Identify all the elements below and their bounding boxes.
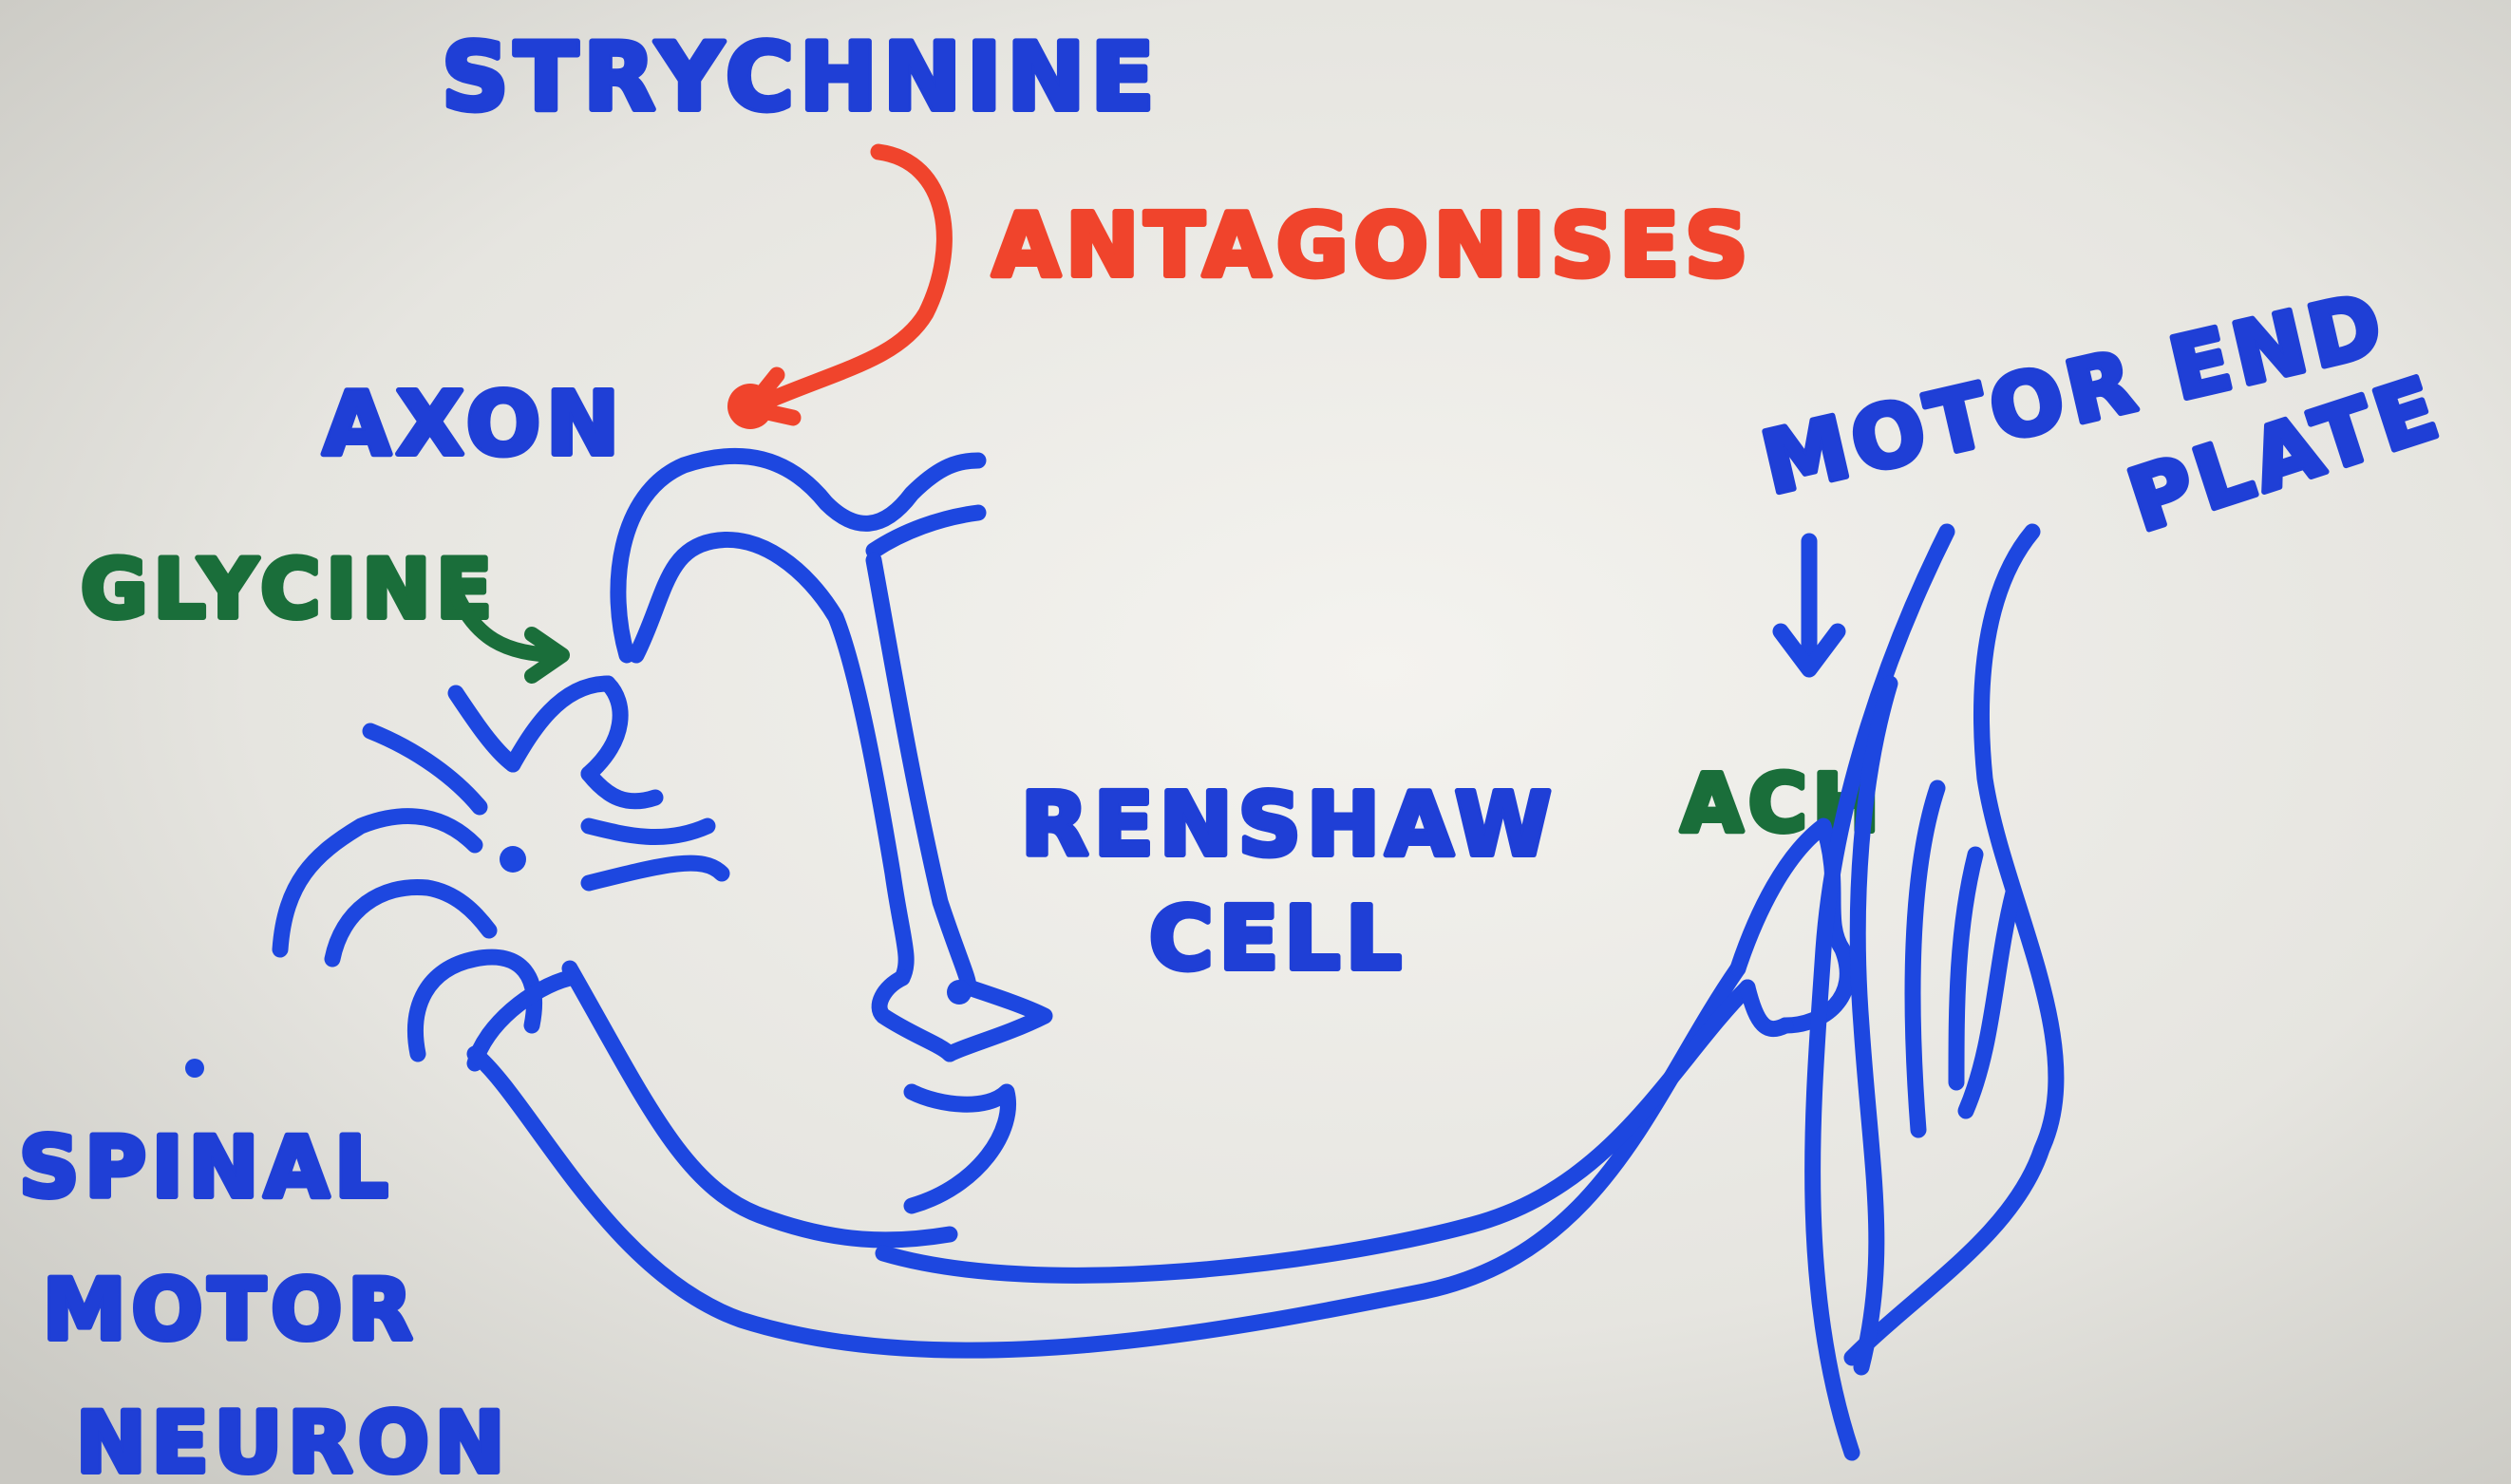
- spinal-motor-neuron-label-line1: SPINAL: [19, 1118, 393, 1216]
- axon-label: AXON: [323, 373, 625, 475]
- spinal-motor-neuron-label-line3: NEURON: [76, 1394, 510, 1484]
- glycine-label: GLYCINE: [81, 542, 498, 637]
- spinal-motor-neuron-label-line2: MOTOR: [43, 1261, 418, 1359]
- antagonises-label: ANTAGONISES: [992, 195, 1753, 296]
- renshaw-cell-label-line2: CELL: [1149, 888, 1407, 989]
- renshaw-cell-label-line1: RENSHAW: [1021, 774, 1558, 875]
- strychnine-label: STRYCHNINE: [442, 24, 1160, 132]
